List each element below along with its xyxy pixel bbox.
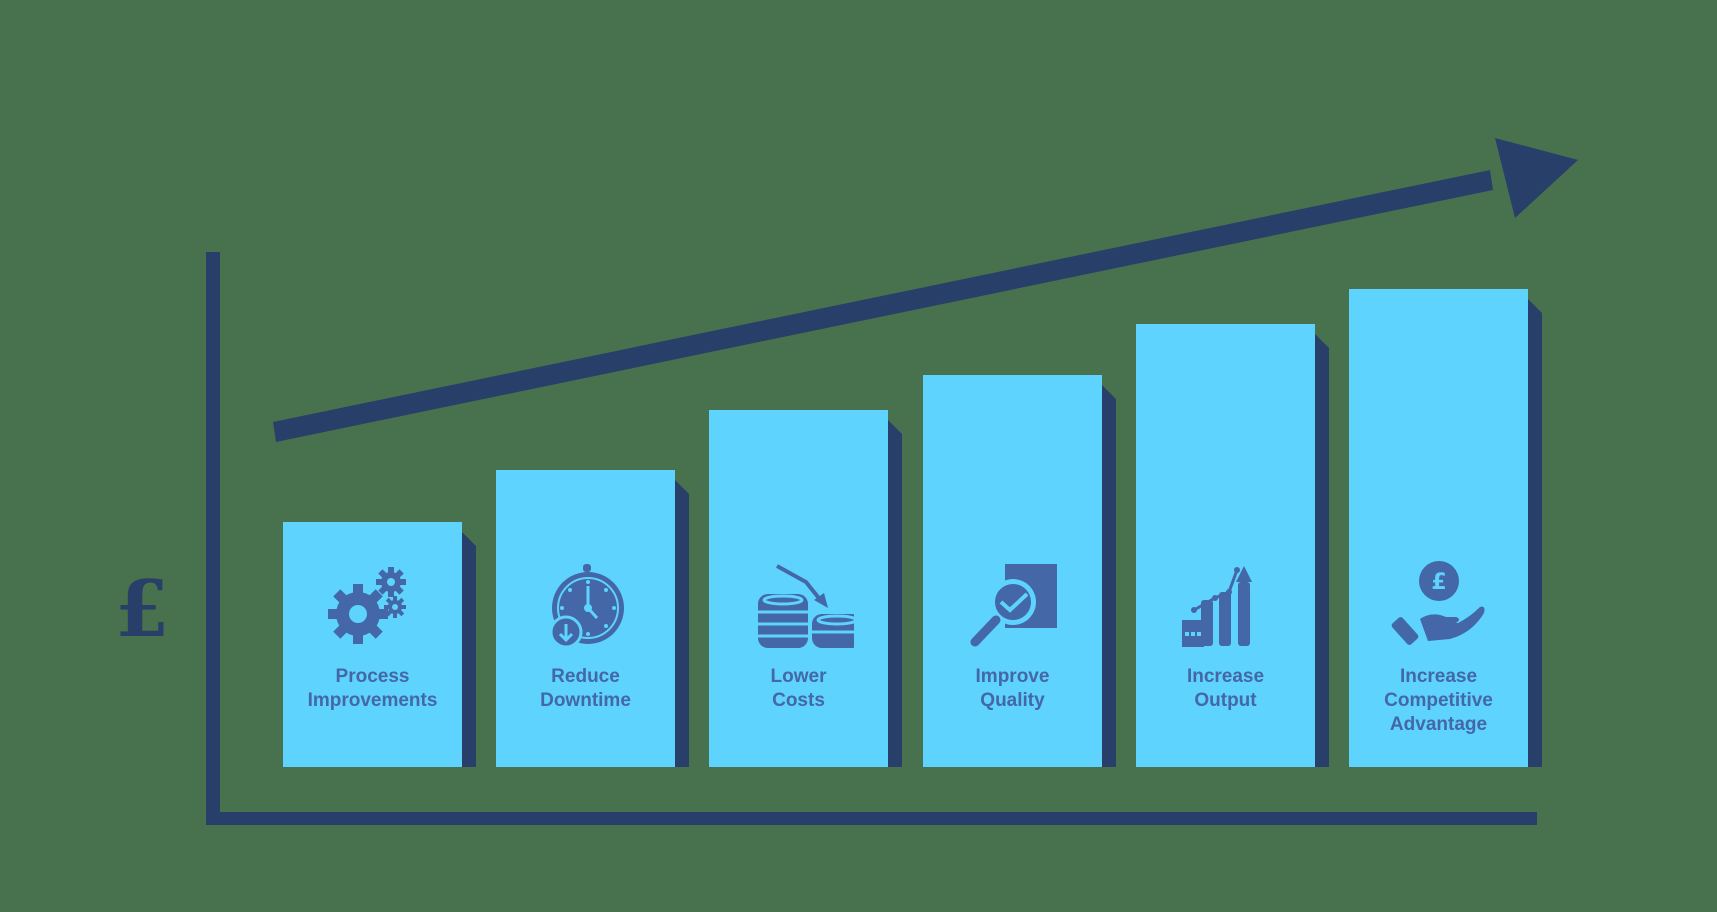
currency-axis-label: £	[114, 564, 170, 655]
bar-lower-costs: Lower Costs	[709, 410, 888, 767]
bar-process-improvements: Process Improvements	[283, 522, 462, 767]
label-line: Increase	[1399, 666, 1478, 687]
label-line: Advantage	[1389, 714, 1488, 735]
magnifier-check-icon	[970, 564, 1057, 647]
label-line: Process	[335, 666, 410, 687]
bar-label: Process Improvements	[283, 665, 462, 713]
stopwatch-down-icon	[549, 564, 624, 649]
bar-reduce-downtime: Reduce Downtime	[496, 470, 675, 767]
label-line: Improvements	[307, 690, 438, 711]
label-line: Reduce	[551, 666, 620, 687]
label-line: Lower	[770, 666, 827, 687]
y-axis	[206, 252, 220, 825]
hand-coin-icon: £	[1391, 561, 1484, 645]
label-line: Output	[1194, 690, 1257, 711]
growth-chart-icon	[1181, 566, 1252, 647]
x-axis	[206, 812, 1537, 825]
label-line: Downtime	[540, 690, 631, 711]
bar-label: Increase Competitive Advantage	[1349, 665, 1528, 737]
svg-text:£: £	[1431, 570, 1446, 595]
bar-increase-output: Increase Output	[1136, 324, 1315, 767]
label-line: Improve	[975, 666, 1050, 687]
bar-label: Increase Output	[1136, 665, 1315, 713]
label-line: Quality	[980, 690, 1045, 711]
label-line: Costs	[772, 690, 825, 711]
label-line: Competitive	[1384, 690, 1493, 711]
gears-icon	[327, 567, 406, 644]
bar-increase-competitive-advantage: £ Increase Competitive Advantage	[1349, 289, 1528, 767]
bar-improve-quality: Improve Quality	[923, 375, 1102, 767]
coins-decrease-icon	[757, 564, 854, 648]
label-line: Increase	[1186, 666, 1265, 687]
bar-label: Lower Costs	[709, 665, 888, 713]
bar-label: Improve Quality	[923, 665, 1102, 713]
bar-label: Reduce Downtime	[496, 665, 675, 713]
